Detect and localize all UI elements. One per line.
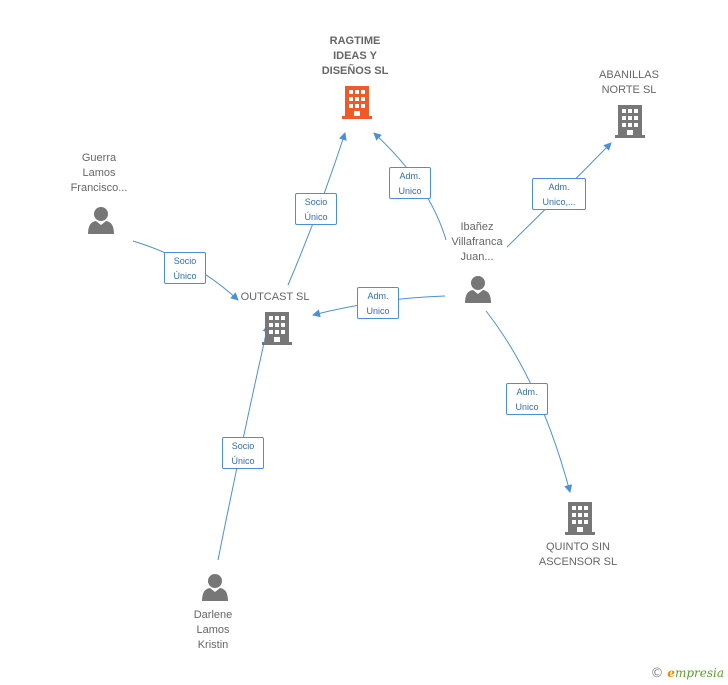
edge-label-darlene-outcast[interactable]: Socio Único bbox=[222, 437, 264, 469]
copyright-icon: © bbox=[650, 666, 664, 681]
person-label-ibanez[interactable]: Ibañez Villafranca Juan... bbox=[451, 221, 503, 263]
person-icon[interactable] bbox=[88, 207, 114, 234]
edge-label-ibanez-quinto[interactable]: Adm. Unico bbox=[506, 383, 548, 415]
brand-logo: empresia bbox=[667, 666, 724, 680]
person-label-darlene[interactable]: Darlene Lamos Kristin bbox=[193, 609, 233, 651]
company-label-quinto[interactable]: QUINTO SIN ASCENSOR SL bbox=[538, 541, 618, 568]
edge-label-ibanez-outcast[interactable]: Adm. Unico bbox=[357, 287, 399, 319]
person-label-guerra[interactable]: Guerra Lamos Francisco... bbox=[70, 152, 128, 194]
edge-label-outcast-ragtime[interactable]: Socio Único bbox=[295, 193, 337, 225]
edge-label-ibanez-ragtime[interactable]: Adm. Unico bbox=[389, 167, 431, 199]
building-icon[interactable] bbox=[342, 86, 372, 119]
company-label-ragtime[interactable]: RAGTIME IDEAS Y DISEÑOS SL bbox=[321, 35, 389, 77]
building-icon[interactable] bbox=[565, 502, 595, 535]
company-label-abanillas[interactable]: ABANILLAS NORTE SL bbox=[599, 69, 659, 96]
footer-logo: © empresia bbox=[650, 666, 724, 681]
edge-label-guerra-outcast[interactable]: Socio Único bbox=[164, 252, 206, 284]
person-icon[interactable] bbox=[202, 574, 228, 601]
person-icon[interactable] bbox=[465, 276, 491, 303]
building-icon[interactable] bbox=[615, 105, 645, 138]
building-icon[interactable] bbox=[262, 312, 292, 345]
edge-label-ibanez-abanillas[interactable]: Adm. Unico,... bbox=[532, 178, 586, 210]
company-label-outcast[interactable]: OUTCAST SL bbox=[240, 291, 310, 303]
